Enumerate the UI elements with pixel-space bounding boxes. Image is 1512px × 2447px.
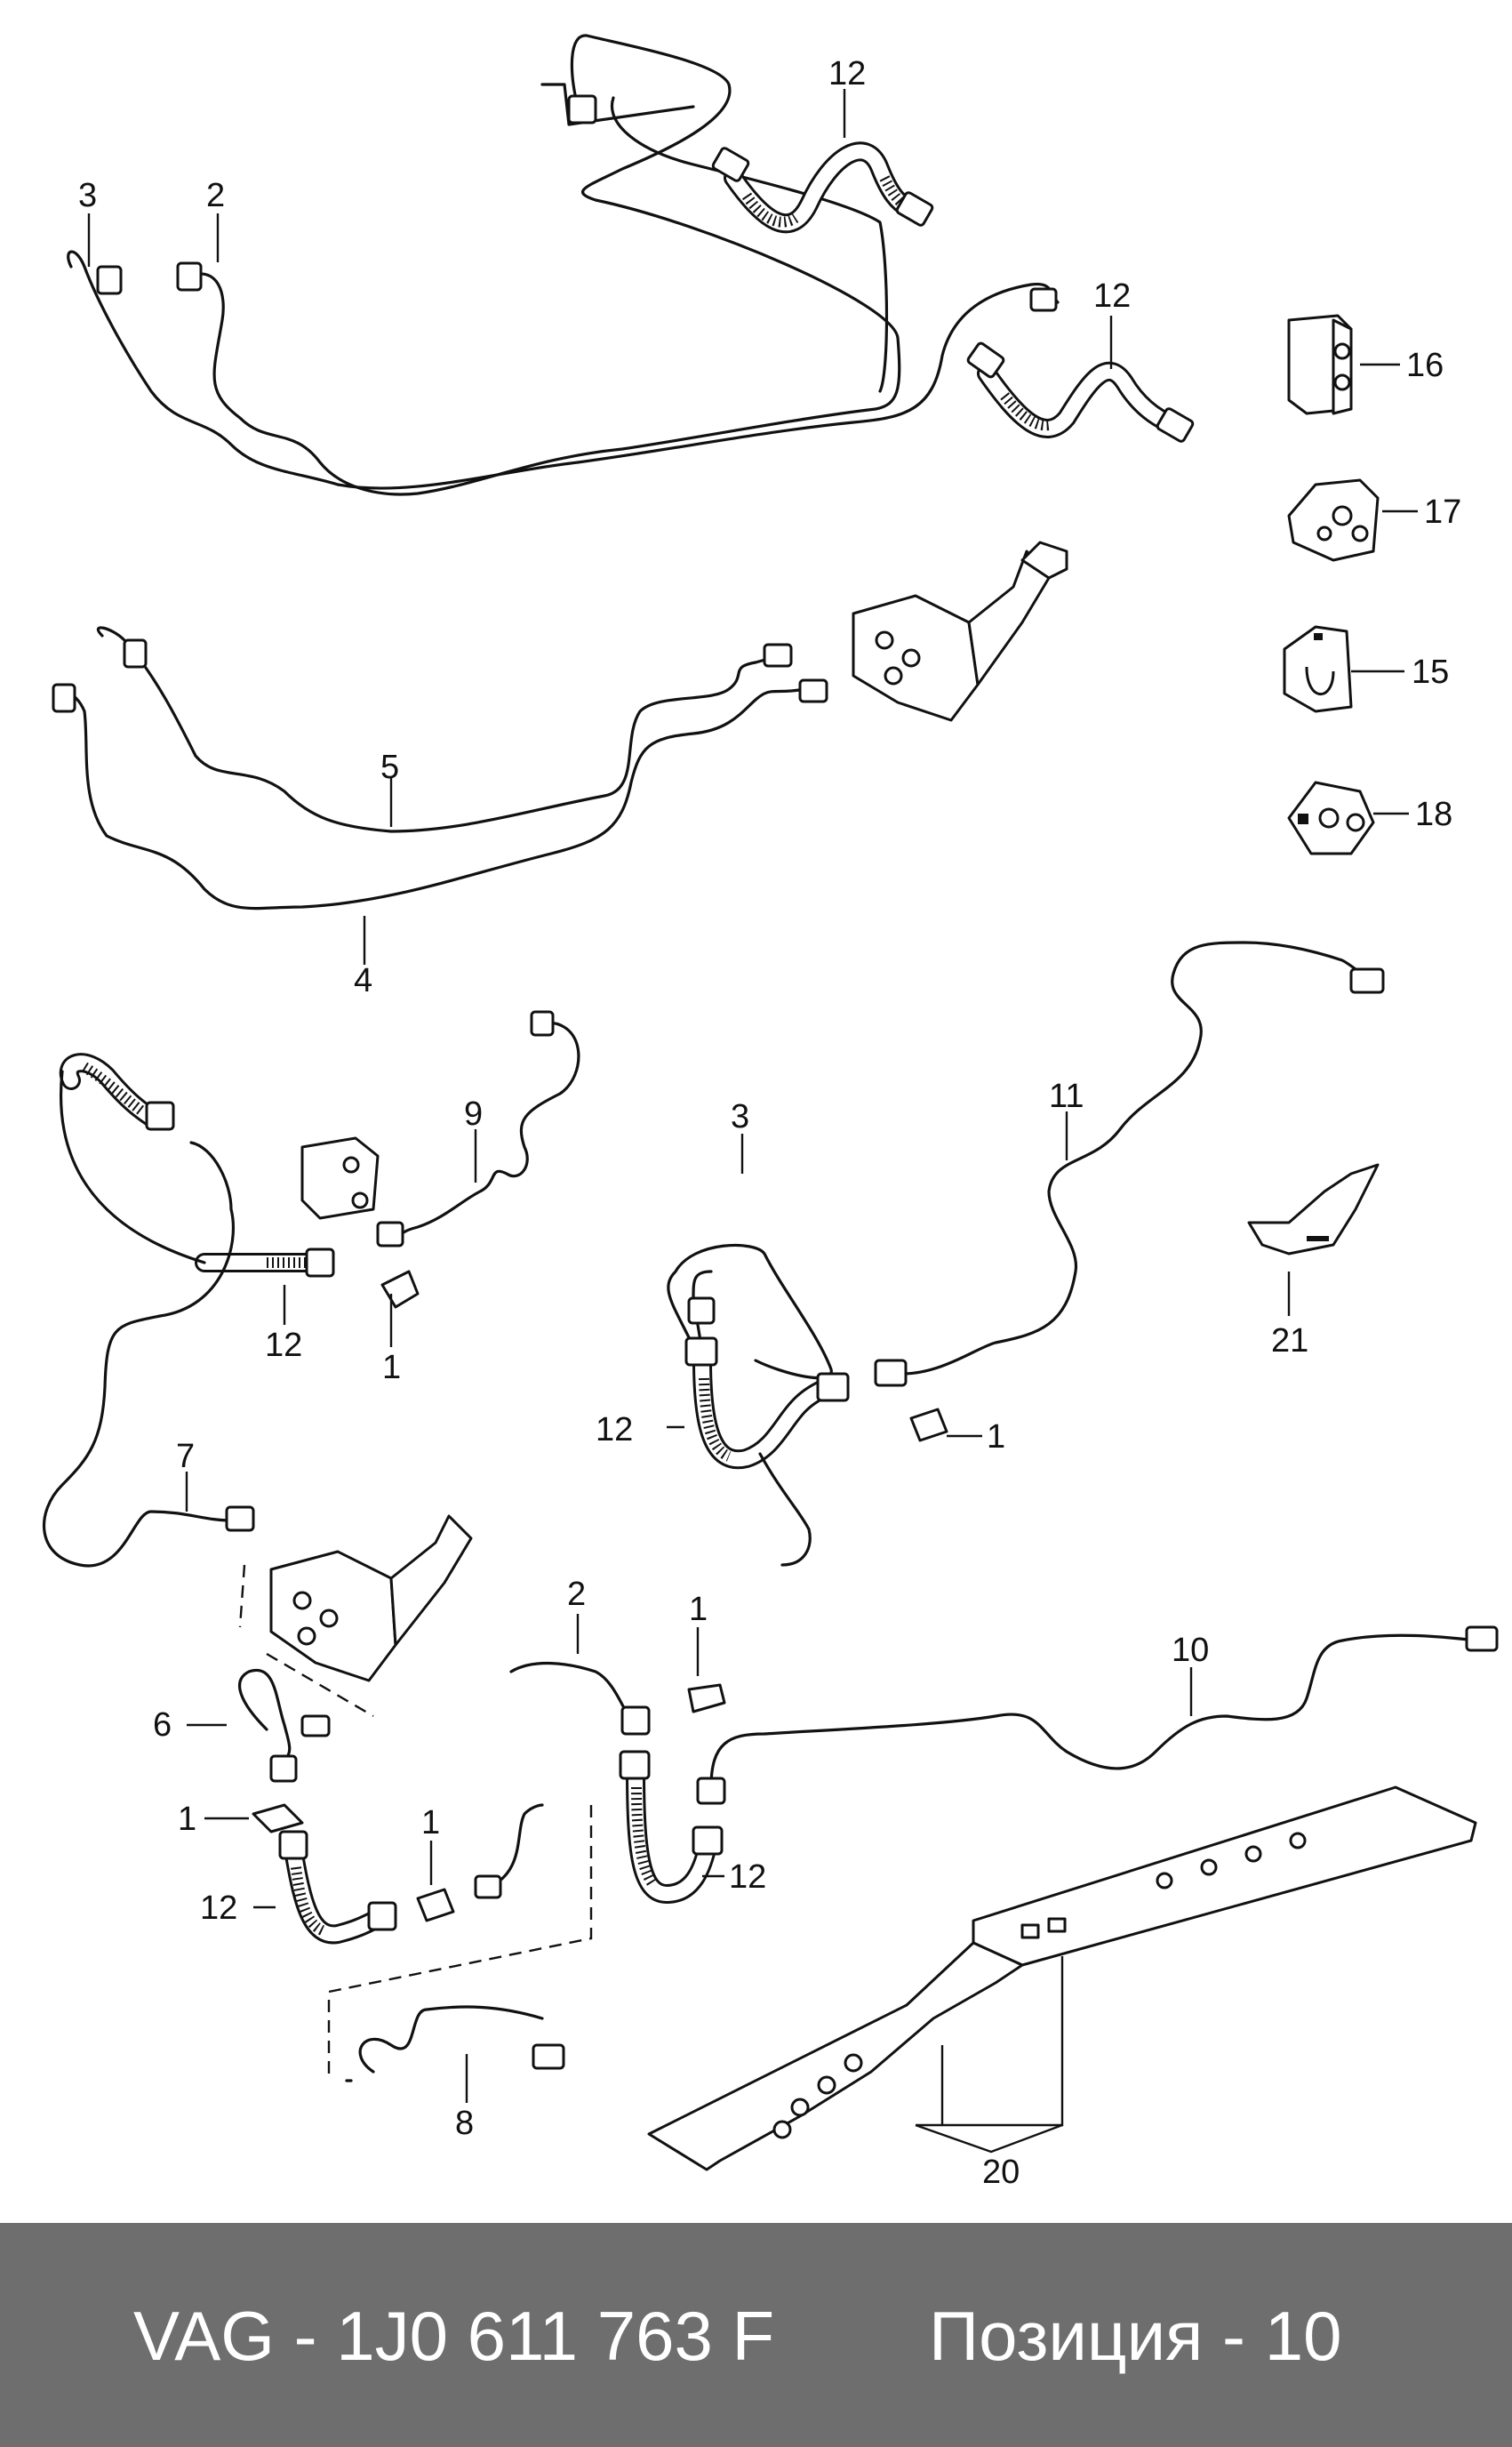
- callout-2-lower: 2: [567, 1576, 586, 1613]
- pipe-clip-18[interactable]: [1287, 781, 1375, 855]
- callout-1-center: 1: [987, 1418, 1005, 1456]
- brake-pipe-inner-top: [540, 83, 889, 393]
- hose-clip-1-center[interactable]: [909, 1408, 948, 1442]
- callout-12-left: 12: [265, 1327, 302, 1364]
- leader-lines: [87, 89, 1418, 2154]
- callout-20: 20: [982, 2154, 1020, 2191]
- callout-12-lower-center: 12: [729, 1858, 766, 1896]
- pipe-fitting-top: [96, 94, 1058, 312]
- hose-clip-1-lower[interactable]: [252, 1803, 304, 1833]
- brake-pipe-2-top[interactable]: [189, 34, 901, 496]
- pipe-clip-17[interactable]: [1287, 478, 1380, 562]
- callout-3-center: 3: [731, 1098, 749, 1135]
- brake-hose-12-lower-center[interactable]: [619, 1750, 724, 1904]
- callout-12-top-b: 12: [1093, 277, 1131, 315]
- callout-4: 4: [354, 962, 372, 999]
- callout-18: 18: [1415, 796, 1452, 833]
- brake-pipe-10[interactable]: [696, 1625, 1499, 1805]
- callout-16: 16: [1406, 347, 1444, 384]
- callout-12-center: 12: [596, 1411, 633, 1448]
- callout-12-lower-left: 12: [200, 1889, 237, 1927]
- hose-clip-1-lower-b[interactable]: [416, 1888, 455, 1922]
- callout-labels: 12 3 2 12 16 17 15 18 5 4 9 3 11 12 1 21…: [78, 55, 1461, 2191]
- brake-bracket-left: [269, 1514, 473, 1682]
- callout-1-lower-mid: 1: [421, 1804, 440, 1841]
- pipe-fitting-mid: [52, 638, 828, 713]
- callout-3-top: 3: [78, 177, 97, 214]
- callout-5: 5: [380, 749, 399, 786]
- brake-pipe-3-top[interactable]: [67, 250, 1060, 490]
- brake-hose-12-lower-left[interactable]: [278, 1830, 397, 1945]
- callout-8: 8: [455, 2105, 474, 2142]
- pipe-clip-15[interactable]: [1283, 625, 1353, 713]
- brake-pipe-7[interactable]: [42, 1070, 255, 1568]
- callout-1-lower: 1: [689, 1591, 708, 1628]
- brake-hose-12-top-b[interactable]: [966, 341, 1195, 443]
- brake-hose-12-center[interactable]: [684, 1336, 850, 1470]
- callout-1-left: 1: [382, 1349, 401, 1386]
- callout-15: 15: [1412, 654, 1449, 691]
- brake-hose-12-left[interactable]: [59, 1053, 335, 1278]
- callout-2-top: 2: [206, 177, 225, 214]
- brake-pipe-11[interactable]: [874, 941, 1385, 1387]
- part-number-label: VAG - 1J0 611 763 F: [133, 2297, 775, 2375]
- brake-pipe-5[interactable]: [96, 626, 780, 833]
- pipe-clip-16[interactable]: [1287, 314, 1353, 415]
- callout-6: 6: [153, 1706, 172, 1744]
- callout-10: 10: [1172, 1632, 1209, 1669]
- brake-pipe-short: [474, 1803, 544, 1899]
- brake-hose-12-top-a[interactable]: [711, 141, 934, 234]
- position-label: Позиция - 10: [929, 2297, 1342, 2375]
- brake-shield-plate-left: [300, 1136, 380, 1220]
- callout-1-lower-left: 1: [178, 1801, 196, 1838]
- brake-pipe-4[interactable]: [59, 687, 806, 911]
- hose-clip-1-lower-c[interactable]: [687, 1683, 726, 1713]
- callout-9: 9: [464, 1095, 483, 1133]
- brake-bracket-mid: [852, 541, 1068, 722]
- footer-bar: VAG - 1J0 611 763 F Позиция - 10: [0, 2223, 1512, 2447]
- parts-diagram: 12 3 2 12 16 17 15 18 5 4 9 3 11 12 1 21…: [42, 34, 1499, 2191]
- bracket-21[interactable]: [1247, 1163, 1380, 1256]
- heat-shield-20[interactable]: [647, 1785, 1477, 2171]
- callout-7: 7: [176, 1438, 195, 1475]
- hose-clip-1-left[interactable]: [380, 1270, 420, 1309]
- callout-11: 11: [1049, 1078, 1084, 1115]
- callout-12-top-a: 12: [828, 55, 866, 92]
- callout-21: 21: [1271, 1322, 1308, 1360]
- brake-pipe-6[interactable]: [238, 1668, 331, 1783]
- brake-pipe-9[interactable]: [376, 1010, 580, 1248]
- callout-17: 17: [1424, 493, 1461, 531]
- brake-pipe-8[interactable]: [358, 2005, 565, 2074]
- brake-pipe-2-lower[interactable]: [509, 1661, 651, 1736]
